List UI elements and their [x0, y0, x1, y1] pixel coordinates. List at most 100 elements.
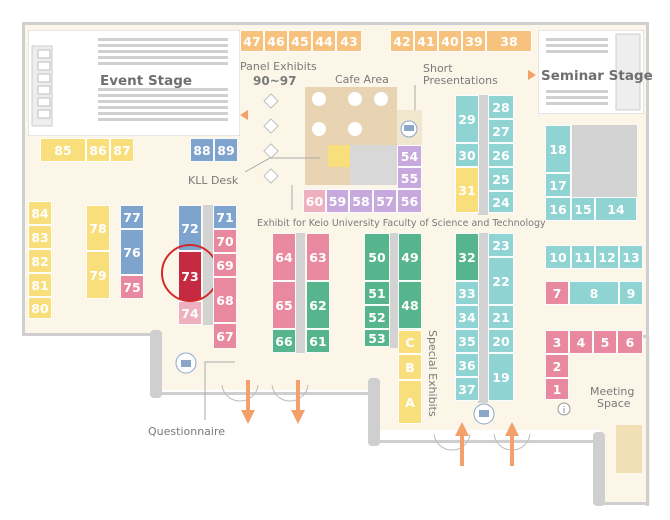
booth-19[interactable]: 19 [488, 353, 514, 401]
booth-41[interactable]: 41 [414, 30, 438, 52]
info-icon[interactable]: i [557, 402, 571, 416]
booth-18[interactable]: 18 [545, 125, 571, 173]
booth-45[interactable]: 45 [288, 30, 312, 52]
booth-36[interactable]: 36 [455, 353, 479, 377]
panel-exhibits[interactable] [262, 92, 282, 202]
short-presentations-label-2: Presentations [423, 74, 498, 87]
booth-1[interactable]: 1 [545, 378, 569, 400]
booth-5[interactable]: 5 [593, 330, 617, 354]
arrow-down-icon [291, 380, 305, 424]
booth-27[interactable]: 27 [488, 119, 514, 143]
booth-58[interactable]: 58 [349, 189, 373, 213]
booth-70[interactable]: 70 [213, 229, 237, 253]
booth-special-a[interactable]: A [398, 380, 422, 424]
meeting-space[interactable] [616, 425, 642, 473]
booth-61[interactable]: 61 [306, 329, 330, 353]
booth-46[interactable]: 46 [264, 30, 288, 52]
booth-25[interactable]: 25 [488, 167, 514, 191]
booth-75[interactable]: 75 [120, 275, 144, 299]
booth-32[interactable]: 32 [455, 233, 479, 281]
booth-76[interactable]: 76 [120, 229, 144, 275]
booth-30[interactable]: 30 [455, 143, 479, 167]
booth-65[interactable]: 65 [272, 281, 296, 329]
booth-88[interactable]: 88 [190, 138, 214, 162]
booth-87[interactable]: 87 [110, 138, 134, 162]
booth-67[interactable]: 67 [213, 323, 237, 349]
booth-11[interactable]: 11 [571, 245, 595, 269]
booth-2[interactable]: 2 [545, 354, 569, 378]
booth-26[interactable]: 26 [488, 143, 514, 167]
booth-17[interactable]: 17 [545, 173, 571, 197]
booth-15[interactable]: 15 [571, 197, 595, 221]
booth-49[interactable]: 49 [398, 233, 422, 281]
booth-85[interactable]: 85 [40, 138, 86, 162]
booth-72[interactable]: 72 [178, 205, 202, 251]
booth-9[interactable]: 9 [619, 281, 643, 305]
booth-40[interactable]: 40 [438, 30, 462, 52]
booth-60[interactable]: 60 [303, 189, 326, 213]
booth-55[interactable]: 55 [397, 167, 422, 189]
booth-29[interactable]: 29 [455, 95, 479, 143]
booth-66[interactable]: 66 [272, 329, 296, 353]
booth-3[interactable]: 3 [545, 330, 569, 354]
booth-62[interactable]: 62 [306, 281, 330, 329]
booth-28[interactable]: 28 [488, 95, 514, 119]
booth-38[interactable]: 38 [486, 30, 532, 52]
booth-51[interactable]: 51 [364, 281, 390, 305]
booth-80[interactable]: 80 [28, 297, 52, 319]
booth-48[interactable]: 48 [398, 281, 422, 329]
booth-50[interactable]: 50 [364, 233, 390, 281]
booth-31[interactable]: 31 [455, 167, 479, 213]
booth-12[interactable]: 12 [595, 245, 619, 269]
booth-89[interactable]: 89 [214, 138, 238, 162]
booth-4[interactable]: 4 [569, 330, 593, 354]
booth-34[interactable]: 34 [455, 305, 479, 329]
booth-68[interactable]: 68 [213, 277, 237, 323]
kll-desk-counter[interactable] [328, 145, 350, 167]
booth-47[interactable]: 47 [240, 30, 264, 52]
booth-53[interactable]: 53 [364, 329, 390, 347]
event-stage[interactable] [28, 30, 240, 136]
booth-22[interactable]: 22 [488, 257, 514, 305]
booth-13[interactable]: 13 [619, 245, 643, 269]
booth-64[interactable]: 64 [272, 233, 296, 281]
booth-74[interactable]: 74 [178, 301, 202, 325]
booth-6[interactable]: 6 [617, 330, 643, 354]
booth-43[interactable]: 43 [336, 30, 362, 52]
booth-35[interactable]: 35 [455, 329, 479, 353]
booth-14[interactable]: 14 [595, 197, 637, 221]
booth-20[interactable]: 20 [488, 329, 514, 353]
booth-42[interactable]: 42 [390, 30, 414, 52]
booth-21[interactable]: 21 [488, 305, 514, 329]
booth-16[interactable]: 16 [545, 197, 571, 221]
booth-8[interactable]: 8 [569, 281, 619, 305]
booth-44[interactable]: 44 [312, 30, 336, 52]
booth-79[interactable]: 79 [86, 251, 110, 299]
booth-83[interactable]: 83 [28, 225, 52, 249]
booth-37[interactable]: 37 [455, 377, 479, 401]
booth-special-c[interactable]: C [398, 330, 422, 354]
booth-23[interactable]: 23 [488, 233, 514, 257]
booth-86[interactable]: 86 [86, 138, 110, 162]
booth-71[interactable]: 71 [213, 205, 237, 229]
booth-63[interactable]: 63 [306, 233, 330, 281]
booth-33[interactable]: 33 [455, 281, 479, 305]
booth-39[interactable]: 39 [462, 30, 486, 52]
booth-81[interactable]: 81 [28, 273, 52, 297]
booth-52[interactable]: 52 [364, 305, 390, 329]
booth-78[interactable]: 78 [86, 205, 110, 251]
booth-24[interactable]: 24 [488, 191, 514, 213]
booth-54[interactable]: 54 [397, 145, 422, 167]
booth-7[interactable]: 7 [545, 281, 569, 305]
booth-82[interactable]: 82 [28, 249, 52, 273]
booth-77[interactable]: 77 [120, 205, 144, 229]
booth-69[interactable]: 69 [213, 253, 237, 277]
booth-10[interactable]: 10 [545, 245, 571, 269]
booth-84[interactable]: 84 [28, 201, 52, 225]
booth-special-b[interactable]: B [398, 354, 422, 380]
seminar-stage[interactable] [538, 30, 644, 114]
questionnaire-box-icon[interactable] [175, 352, 197, 374]
booth-56[interactable]: 56 [397, 189, 422, 213]
booth-59[interactable]: 59 [326, 189, 349, 213]
booth-57[interactable]: 57 [373, 189, 397, 213]
